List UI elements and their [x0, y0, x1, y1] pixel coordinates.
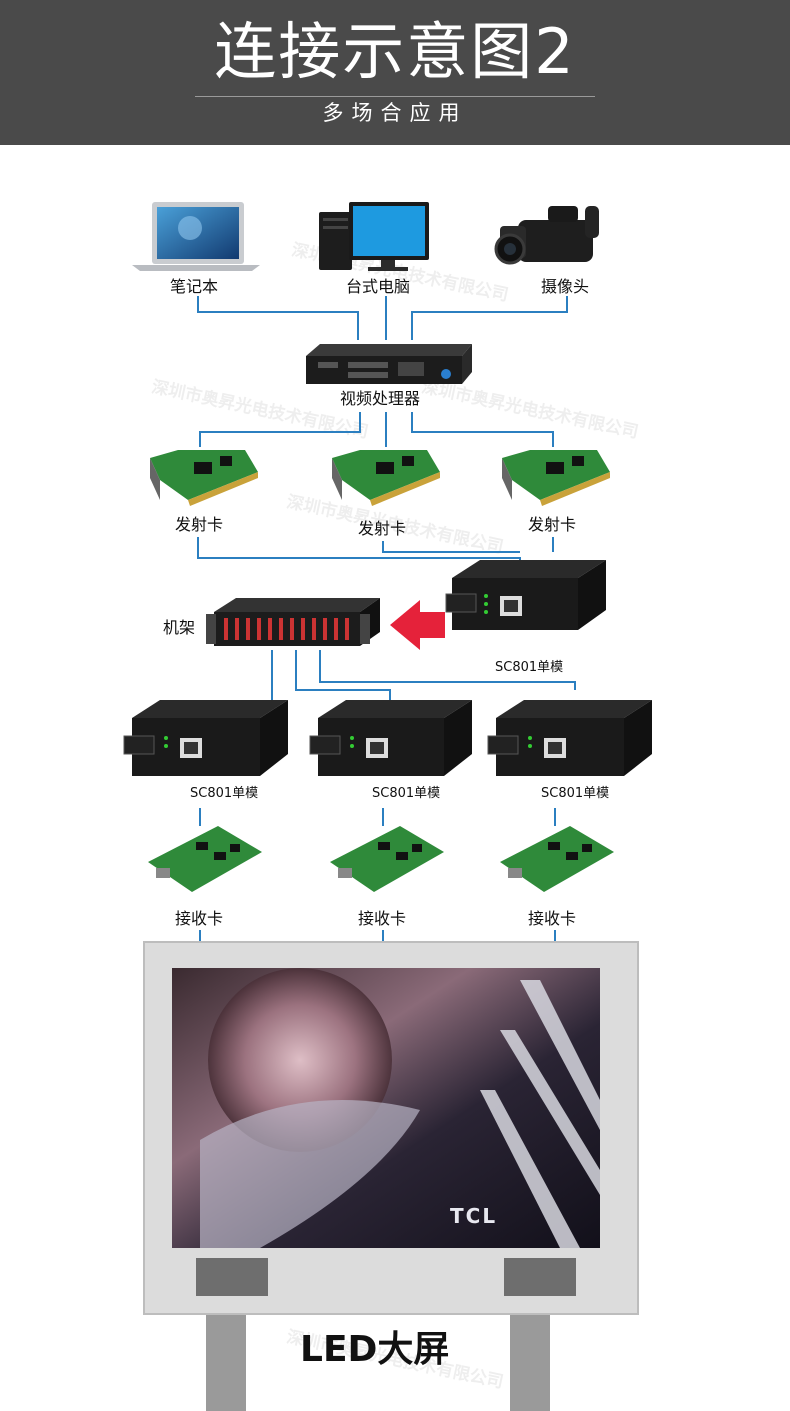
- page-title: 连接示意图2: [214, 15, 576, 88]
- video-camera-icon: [494, 206, 599, 265]
- sending-card-graphic: [332, 450, 440, 506]
- header-banner: 连接示意图2 多场合应用: [0, 0, 790, 145]
- receiving-card-graphic: [500, 826, 614, 892]
- laptop-label: 笔记本: [170, 277, 219, 296]
- sending-card-label: 发射卡: [175, 515, 224, 534]
- receiving-card-label: 接收卡: [528, 909, 577, 928]
- receiving-card-label: 接收卡: [358, 909, 407, 928]
- screen-brand-text: TCL: [450, 1204, 498, 1228]
- converter-label: SC801单模: [495, 660, 564, 675]
- converter-label: SC801单模: [541, 786, 610, 801]
- media-converter-icon: [309, 700, 472, 776]
- rack-chassis-icon: [206, 598, 380, 646]
- sending-card-label: 发射卡: [358, 519, 407, 538]
- processor-label: 视频处理器: [340, 389, 421, 408]
- media-converter-icon: [445, 560, 606, 630]
- red-arrow-icon: [390, 600, 445, 650]
- led-screen-graphic: [143, 941, 639, 1411]
- video-processor-icon: [306, 344, 472, 384]
- receiving-card-graphic: [148, 826, 262, 892]
- receiving-card-label: 接收卡: [175, 909, 224, 928]
- media-converter-icon: [123, 700, 288, 776]
- converter-label: SC801单模: [190, 786, 259, 801]
- led-screen-label: LED大屏: [300, 1329, 450, 1370]
- sending-card-graphic: [502, 450, 610, 506]
- desktop-label: 台式电脑: [346, 277, 411, 296]
- header-rule-left: [195, 96, 395, 97]
- media-converter-icon: [487, 700, 652, 776]
- camera-label: 摄像头: [541, 277, 590, 296]
- header-rule-right: [395, 96, 595, 97]
- converter-label: SC801单模: [372, 786, 441, 801]
- page-subtitle: 多场合应用: [322, 101, 468, 125]
- sending-card-graphic: [150, 450, 258, 506]
- desktop-computer-icon: [319, 202, 429, 271]
- receiving-card-graphic: [330, 826, 444, 892]
- laptop-icon: [132, 202, 260, 271]
- sending-card-label: 发射卡: [528, 515, 577, 534]
- rack-label: 机架: [163, 618, 196, 637]
